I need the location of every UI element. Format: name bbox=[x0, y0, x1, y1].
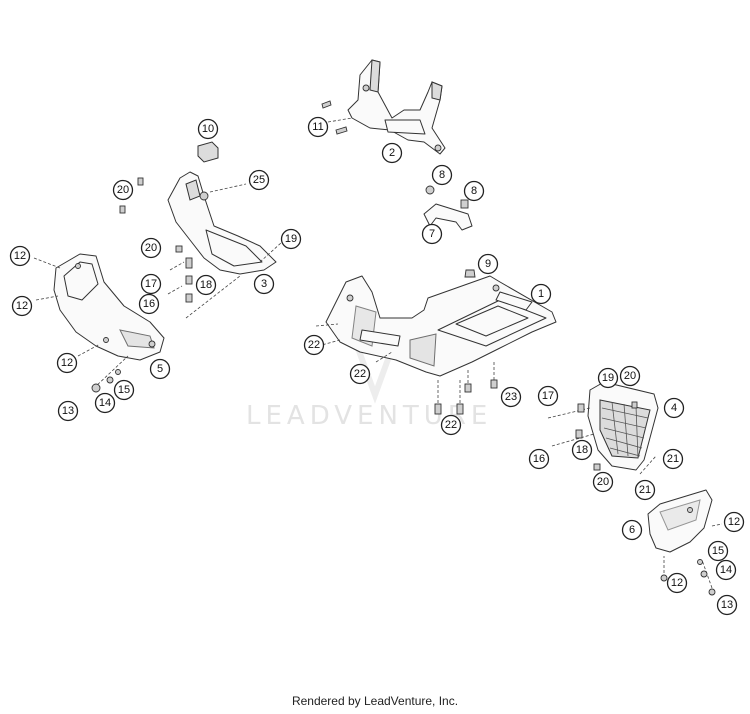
callout-17: 17 bbox=[140, 273, 162, 295]
svg-text:12: 12 bbox=[728, 516, 740, 528]
rubber-grommet bbox=[197, 141, 219, 163]
svg-text:21: 21 bbox=[667, 453, 679, 465]
engine-guard-part bbox=[53, 253, 165, 361]
footer-credit: Rendered by LeadVenture, Inc. bbox=[291, 694, 459, 708]
side-guard-part bbox=[167, 171, 277, 275]
callout-16: 16 bbox=[138, 293, 160, 315]
svg-text:3: 3 bbox=[261, 278, 267, 290]
svg-text:20: 20 bbox=[624, 370, 636, 382]
callout-25: 25 bbox=[248, 169, 270, 191]
callout-14: 14 bbox=[94, 392, 116, 414]
svg-text:15: 15 bbox=[118, 384, 130, 396]
callout-13: 13 bbox=[716, 594, 738, 616]
svg-text:13: 13 bbox=[62, 405, 74, 417]
svg-text:12: 12 bbox=[671, 577, 683, 589]
callout-12: 12 bbox=[723, 511, 745, 533]
lower-cover-part bbox=[647, 489, 713, 553]
svg-text:14: 14 bbox=[99, 397, 111, 409]
svg-text:17: 17 bbox=[542, 390, 554, 402]
callout-5: 5 bbox=[149, 358, 171, 380]
callout-13: 13 bbox=[57, 400, 79, 422]
callout-12: 12 bbox=[56, 352, 78, 374]
callout-10: 10 bbox=[197, 118, 219, 140]
callout-4: 4 bbox=[663, 397, 685, 419]
callout-6: 6 bbox=[621, 519, 643, 541]
callout-22: 22 bbox=[303, 334, 325, 356]
svg-text:4: 4 bbox=[671, 402, 677, 414]
svg-text:5: 5 bbox=[157, 363, 163, 375]
callout-9: 9 bbox=[477, 253, 499, 275]
callout-23: 23 bbox=[500, 386, 522, 408]
svg-text:10: 10 bbox=[202, 123, 214, 135]
svg-text:6: 6 bbox=[629, 524, 635, 536]
callout-19: 19 bbox=[597, 367, 619, 389]
callout-20: 20 bbox=[112, 179, 134, 201]
svg-text:23: 23 bbox=[505, 391, 517, 403]
svg-text:14: 14 bbox=[720, 564, 732, 576]
callout-12: 12 bbox=[11, 295, 33, 317]
callout-22: 22 bbox=[349, 363, 371, 385]
svg-text:16: 16 bbox=[533, 453, 545, 465]
callout-20: 20 bbox=[619, 365, 641, 387]
svg-text:17: 17 bbox=[145, 278, 157, 290]
svg-text:15: 15 bbox=[712, 545, 724, 557]
callout-17: 17 bbox=[537, 385, 559, 407]
callout-12: 12 bbox=[666, 572, 688, 594]
callout-21: 21 bbox=[634, 479, 656, 501]
callout-15: 15 bbox=[113, 379, 135, 401]
callout-22: 22 bbox=[440, 414, 462, 436]
svg-text:22: 22 bbox=[308, 339, 320, 351]
clamp-part bbox=[423, 185, 473, 231]
svg-text:21: 21 bbox=[639, 484, 651, 496]
svg-text:16: 16 bbox=[143, 298, 155, 310]
callout-16: 16 bbox=[528, 448, 550, 470]
callout-18: 18 bbox=[195, 274, 217, 296]
callout-19: 19 bbox=[280, 228, 302, 250]
svg-text:18: 18 bbox=[576, 444, 588, 456]
callout-2: 2 bbox=[381, 142, 403, 164]
callout-21: 21 bbox=[662, 448, 684, 470]
callout-18: 18 bbox=[571, 439, 593, 461]
svg-text:8: 8 bbox=[439, 169, 445, 181]
radiator-grille-part bbox=[587, 381, 659, 471]
svg-text:1: 1 bbox=[538, 288, 544, 300]
callout-20: 20 bbox=[592, 471, 614, 493]
callout-7: 7 bbox=[421, 223, 443, 245]
svg-text:18: 18 bbox=[200, 279, 212, 291]
callout-3: 3 bbox=[253, 273, 275, 295]
svg-text:8: 8 bbox=[471, 185, 477, 197]
callout-1: 1 bbox=[530, 283, 552, 305]
svg-text:12: 12 bbox=[14, 250, 26, 262]
callout-11: 11 bbox=[307, 116, 329, 138]
callout-8: 8 bbox=[431, 164, 453, 186]
svg-text:12: 12 bbox=[61, 357, 73, 369]
svg-text:7: 7 bbox=[429, 228, 435, 240]
svg-text:20: 20 bbox=[117, 184, 129, 196]
callout-20: 20 bbox=[140, 237, 162, 259]
callout-8: 8 bbox=[463, 180, 485, 202]
svg-text:20: 20 bbox=[597, 476, 609, 488]
svg-text:12: 12 bbox=[16, 300, 28, 312]
svg-text:13: 13 bbox=[721, 599, 733, 611]
svg-text:2: 2 bbox=[389, 147, 395, 159]
callout-12: 12 bbox=[9, 245, 31, 267]
svg-text:22: 22 bbox=[445, 419, 457, 431]
svg-text:19: 19 bbox=[285, 233, 297, 245]
callout-14: 14 bbox=[715, 559, 737, 581]
svg-text:19: 19 bbox=[602, 372, 614, 384]
svg-text:20: 20 bbox=[145, 242, 157, 254]
svg-text:22: 22 bbox=[354, 368, 366, 380]
callout-15: 15 bbox=[707, 540, 729, 562]
svg-text:11: 11 bbox=[312, 121, 323, 133]
skid-plate-part bbox=[325, 275, 557, 377]
frame-bracket-part bbox=[347, 59, 446, 155]
svg-text:9: 9 bbox=[485, 258, 491, 270]
svg-text:25: 25 bbox=[253, 174, 265, 186]
